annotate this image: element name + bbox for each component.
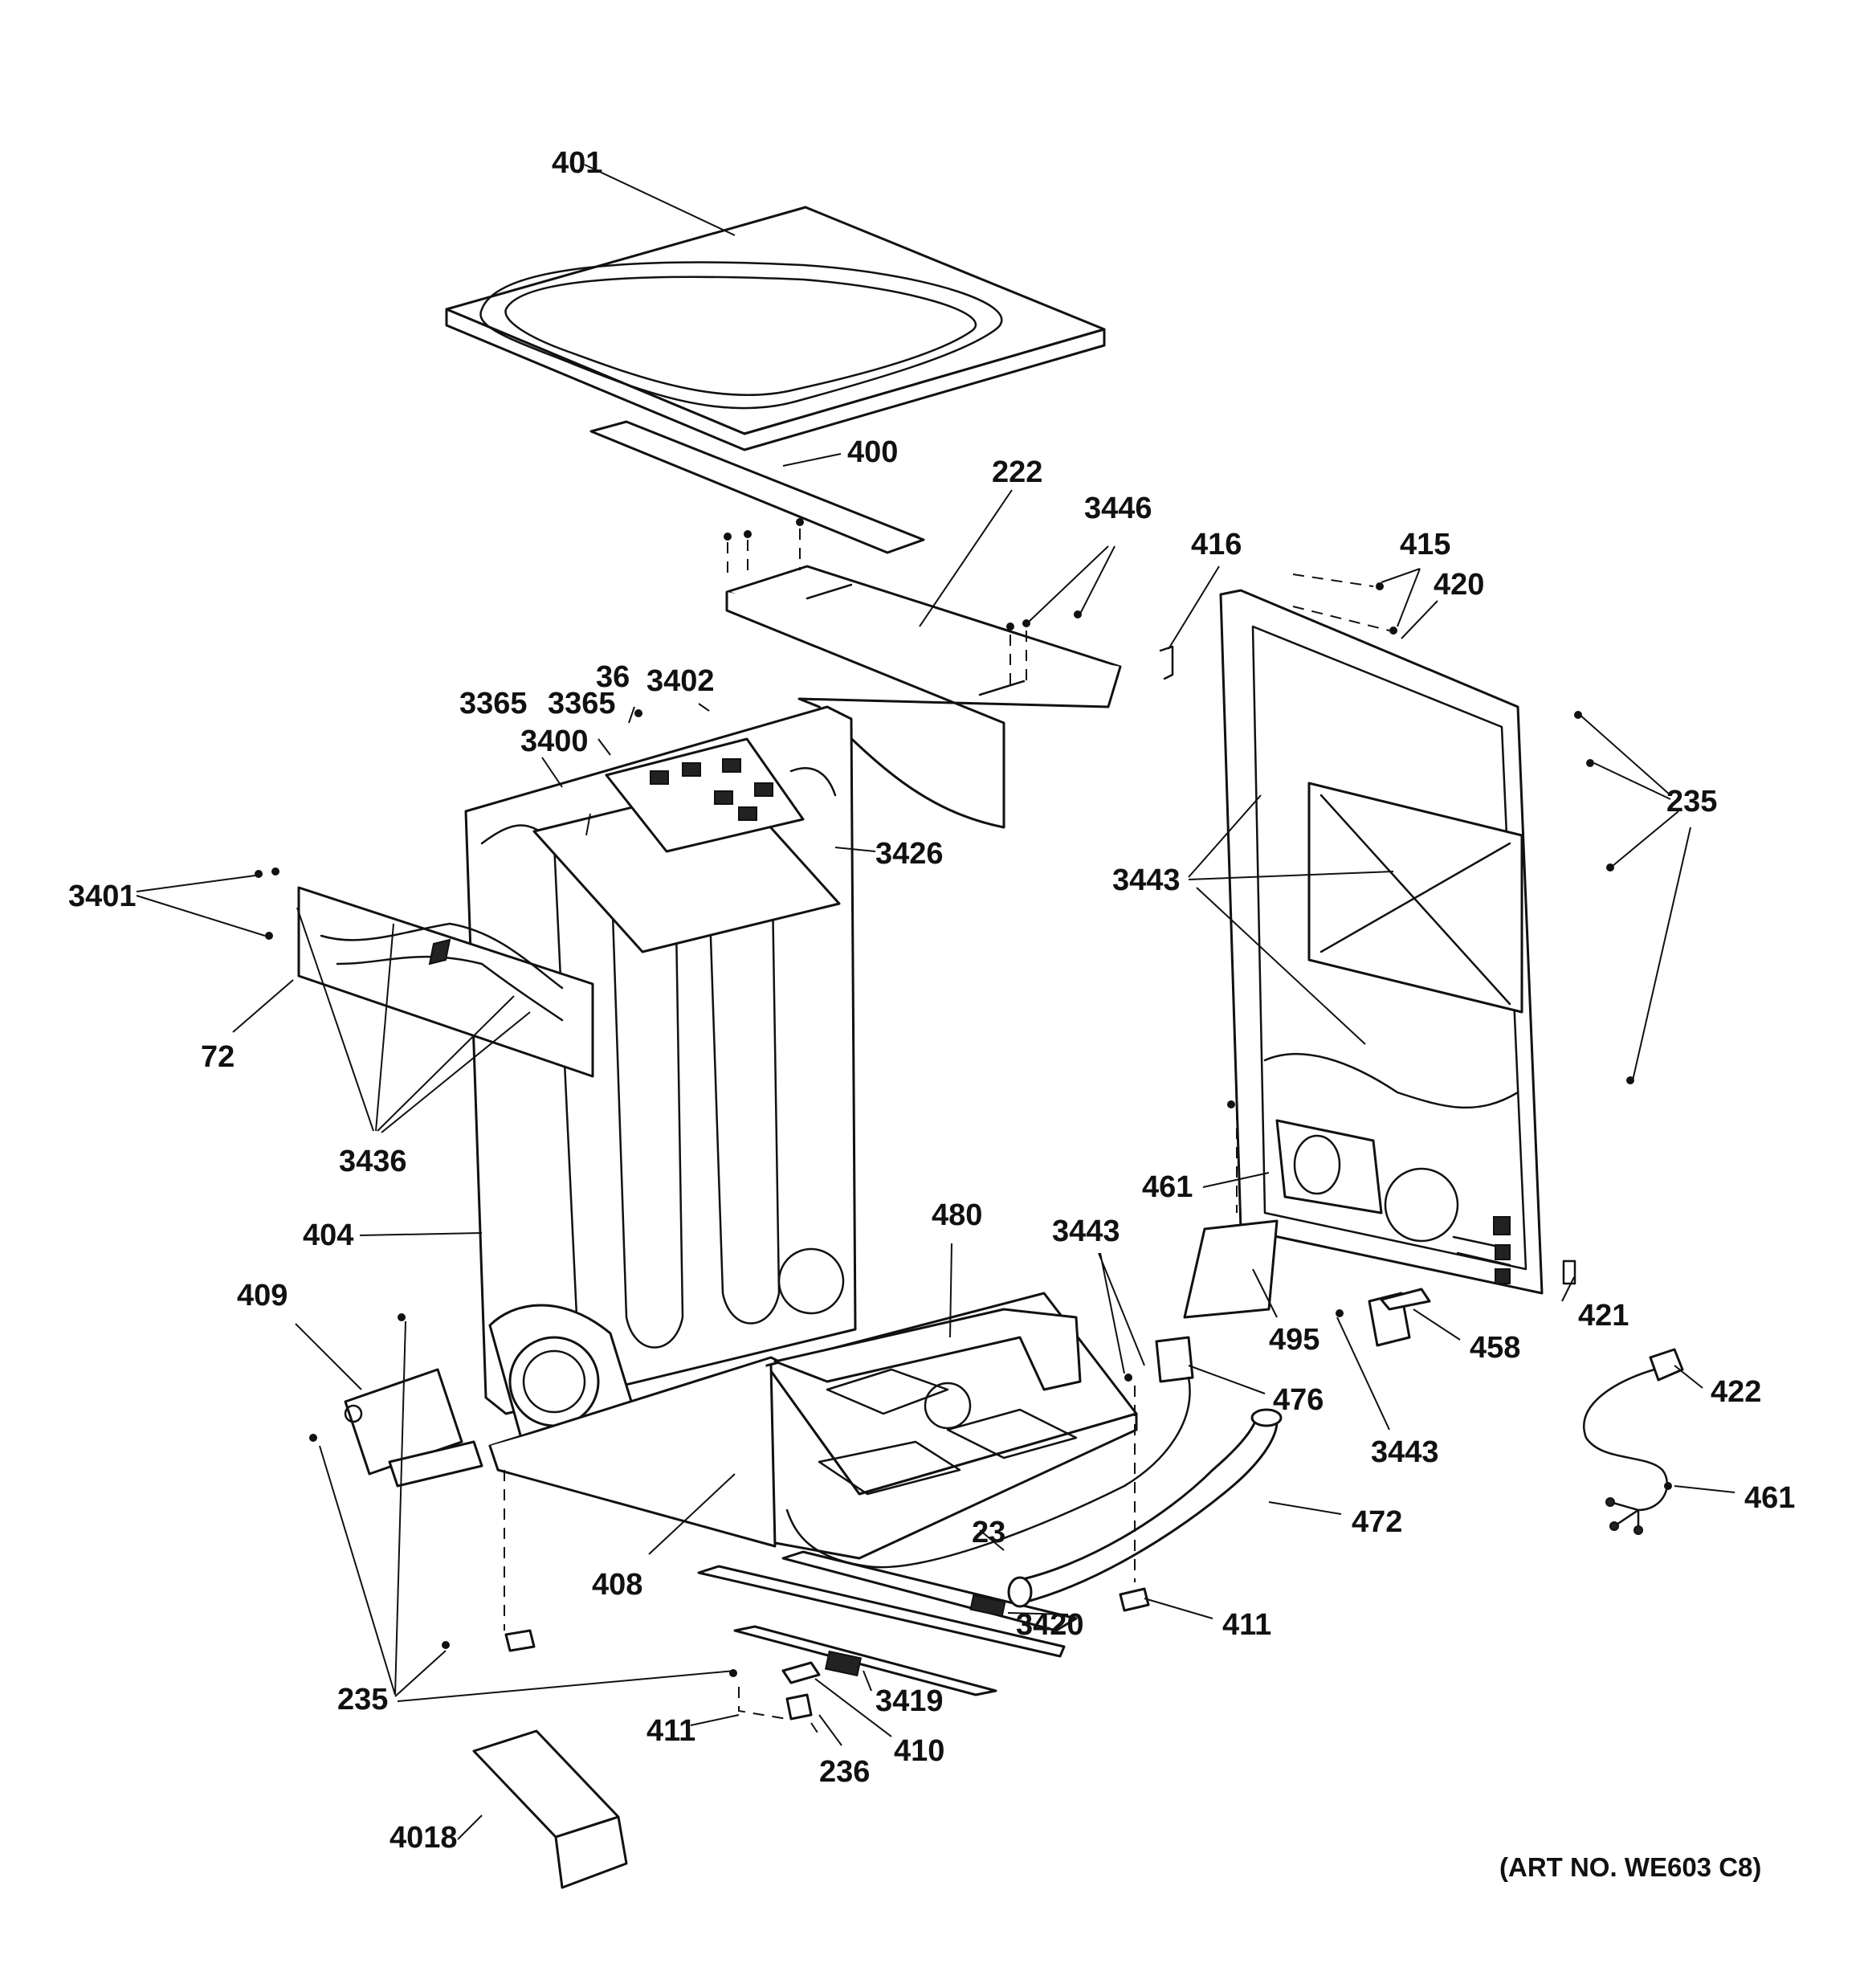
callout-3365-b: 3365 [548,687,616,720]
callout-411-left: 411 [646,1714,695,1748]
part-rear-panel [1219,589,1544,1295]
callout-labels: 401 400 222 3446 416 415 420 235 36 3402… [68,146,1795,1882]
part-hinge-416 [1159,645,1174,680]
callout-4018: 4018 [390,1821,458,1855]
leader-lines [136,164,1735,1840]
callout-3402: 3402 [646,664,715,698]
callout-3443-mid: 3443 [1052,1214,1120,1248]
part-hose [1007,1408,1283,1608]
callout-235-left: 235 [337,1683,388,1717]
part-base-shroud [773,1308,1082,1391]
part-control-bracket [532,737,841,953]
callout-472: 472 [1352,1505,1402,1539]
callout-480: 480 [932,1198,982,1232]
art-number-caption: (ART NO. WE603 C8) [1499,1852,1761,1882]
callout-3436: 3436 [339,1145,407,1178]
part-feet [504,1587,1150,1721]
callout-410: 410 [894,1734,944,1768]
callout-495: 495 [1269,1323,1319,1357]
callout-476: 476 [1273,1383,1324,1417]
callout-222: 222 [992,455,1042,489]
callout-461-right: 461 [1744,1481,1795,1515]
callout-3401: 3401 [68,880,137,913]
screws [255,518,1672,1677]
callout-72: 72 [201,1040,235,1074]
part-power-cord [1583,1348,1684,1535]
part-connector-421 [1562,1259,1576,1285]
callout-458: 458 [1470,1331,1520,1365]
part-base-strips [697,1550,1078,1696]
callout-3443-low: 3443 [1371,1435,1439,1469]
callout-404: 404 [303,1219,353,1252]
assembly-lines [504,529,1390,1736]
callout-3420: 3420 [1016,1608,1084,1642]
callout-236: 236 [819,1755,870,1789]
part-valve [785,1336,1194,1569]
callout-408: 408 [592,1568,642,1602]
callout-3419: 3419 [875,1684,944,1718]
callout-461-mid: 461 [1142,1170,1193,1204]
callout-409: 409 [237,1279,288,1312]
callout-401: 401 [552,146,602,180]
part-duct-4018 [472,1729,628,1889]
part-side-panel [297,886,594,1078]
part-top-cover [445,206,1106,451]
part-bracket-458 [1368,1288,1431,1347]
callout-3443-top: 3443 [1112,863,1181,897]
callout-422: 422 [1711,1375,1761,1409]
callout-416: 416 [1191,528,1242,561]
callout-411-right: 411 [1222,1608,1271,1642]
callout-3365-a: 3365 [459,687,528,720]
callout-415: 415 [1400,528,1450,561]
callout-3426: 3426 [875,837,944,871]
part-bracket-409 [344,1368,483,1488]
callout-421: 421 [1578,1299,1629,1333]
callout-235-right: 235 [1666,785,1717,818]
part-bracket-495 [1183,1219,1279,1319]
callout-36: 36 [596,660,630,694]
callout-23: 23 [972,1516,1005,1549]
callout-400: 400 [847,435,898,469]
part-front-strip [589,420,925,554]
callout-3400: 3400 [520,725,589,758]
callout-3446: 3446 [1084,492,1152,525]
callout-420: 420 [1434,568,1484,602]
